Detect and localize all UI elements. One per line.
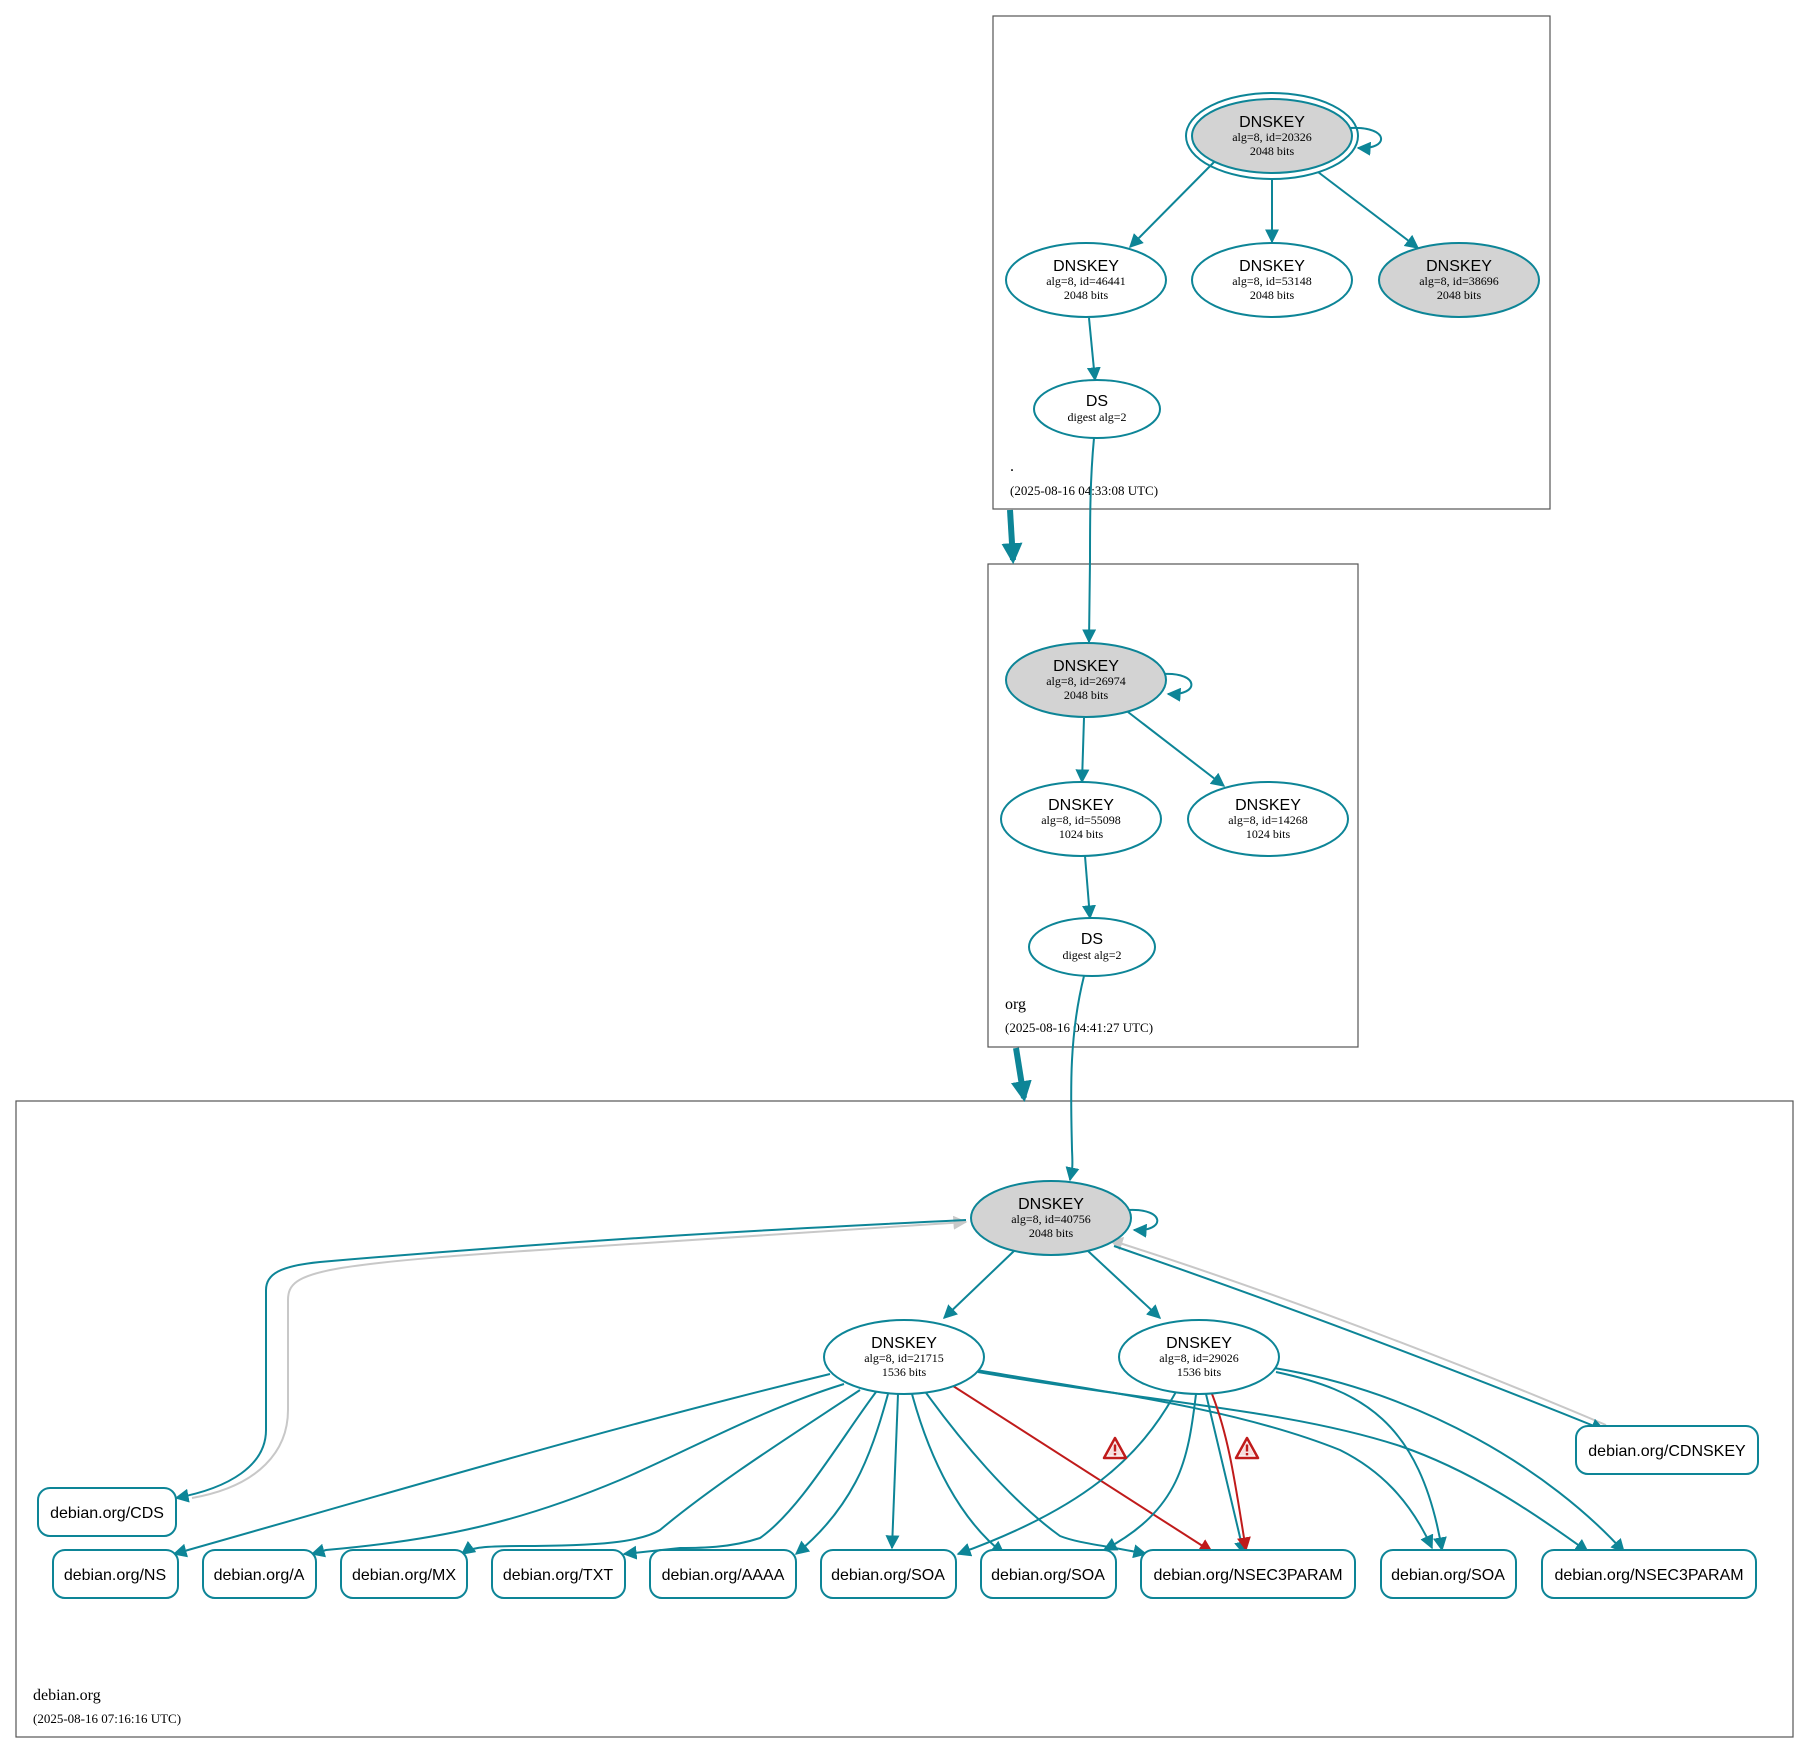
svg-text:debian.org/NSEC3PARAM: debian.org/NSEC3PARAM bbox=[1153, 1567, 1342, 1584]
zone-org-time: (2025-08-16 04:41:27 UTC) bbox=[1005, 1020, 1153, 1035]
delegation-arrow-root-org bbox=[1001, 509, 1023, 565]
dnskey-node-debian-ksk[interactable]: DNSKEY alg=8, id=40756 2048 bits bbox=[970, 1180, 1132, 1256]
rrset-nsec3param[interactable]: debian.org/NSEC3PARAM bbox=[1140, 1549, 1356, 1599]
dnskey-node-root-46441[interactable]: DNSKEY alg=8, id=46441 2048 bits bbox=[1005, 242, 1167, 318]
svg-text:debian.org/CDS: debian.org/CDS bbox=[50, 1505, 164, 1522]
svg-text:DNSKEY: DNSKEY bbox=[1239, 258, 1305, 275]
svg-text:debian.org/TXT: debian.org/TXT bbox=[503, 1567, 614, 1584]
dnskey-node-org-ksk[interactable]: DNSKEY alg=8, id=26974 2048 bits bbox=[1005, 642, 1167, 718]
svg-text:debian.org/SOA: debian.org/SOA bbox=[1391, 1567, 1505, 1584]
svg-text:alg=8, id=46441: alg=8, id=46441 bbox=[1046, 274, 1126, 288]
svg-text:debian.org/SOA: debian.org/SOA bbox=[991, 1567, 1105, 1584]
dnskey-node-org-55098[interactable]: DNSKEY alg=8, id=55098 1024 bits bbox=[1000, 781, 1162, 857]
svg-text:1024 bits: 1024 bits bbox=[1246, 827, 1291, 841]
zone-debian-label: debian.org bbox=[33, 1687, 101, 1704]
svg-text:DNSKEY: DNSKEY bbox=[1166, 1335, 1232, 1352]
zone-root-time: (2025-08-16 04:33:08 UTC) bbox=[1010, 483, 1158, 498]
svg-text:DNSKEY: DNSKEY bbox=[1426, 258, 1492, 275]
dnskey-node-debian-21715[interactable]: DNSKEY alg=8, id=21715 1536 bits bbox=[823, 1319, 985, 1395]
svg-text:debian.org/CDNSKEY: debian.org/CDNSKEY bbox=[1588, 1443, 1746, 1460]
svg-text:2048 bits: 2048 bits bbox=[1029, 1226, 1074, 1240]
svg-text:1024 bits: 1024 bits bbox=[1059, 827, 1104, 841]
zone-root-label: . bbox=[1010, 458, 1014, 475]
rrset-cds[interactable]: debian.org/CDS bbox=[37, 1487, 177, 1537]
svg-text:digest alg=2: digest alg=2 bbox=[1062, 948, 1121, 962]
svg-text:debian.org/AAAA: debian.org/AAAA bbox=[662, 1567, 785, 1584]
rrset-ns[interactable]: debian.org/NS bbox=[52, 1549, 179, 1599]
dnskey-node-root-53148[interactable]: DNSKEY alg=8, id=53148 2048 bits bbox=[1191, 242, 1353, 318]
svg-text:alg=8, id=26974: alg=8, id=26974 bbox=[1046, 674, 1126, 688]
svg-text:DNSKEY: DNSKEY bbox=[1053, 258, 1119, 275]
rrset-a[interactable]: debian.org/A bbox=[202, 1549, 317, 1599]
dnskey-node-debian-29026[interactable]: DNSKEY alg=8, id=29026 1536 bits bbox=[1118, 1319, 1280, 1395]
debian-zone-edges bbox=[172, 1208, 1625, 1560]
rrset-mx[interactable]: debian.org/MX bbox=[340, 1549, 468, 1599]
svg-text:debian.org/SOA: debian.org/SOA bbox=[831, 1567, 945, 1584]
warning-icon[interactable] bbox=[1102, 1436, 1128, 1460]
rrset-aaaa[interactable]: debian.org/AAAA bbox=[649, 1549, 797, 1599]
svg-text:DNSKEY: DNSKEY bbox=[1053, 658, 1119, 675]
svg-text:alg=8, id=29026: alg=8, id=29026 bbox=[1159, 1351, 1239, 1365]
svg-text:debian.org/NSEC3PARAM: debian.org/NSEC3PARAM bbox=[1554, 1567, 1743, 1584]
svg-text:alg=8, id=55098: alg=8, id=55098 bbox=[1041, 813, 1121, 827]
dnskey-node-org-14268[interactable]: DNSKEY alg=8, id=14268 1024 bits bbox=[1187, 781, 1349, 857]
ds-node-org[interactable]: DS digest alg=2 bbox=[1028, 917, 1156, 977]
svg-text:debian.org/A: debian.org/A bbox=[214, 1567, 305, 1584]
svg-text:DNSKEY: DNSKEY bbox=[1018, 1196, 1084, 1213]
svg-text:DNSKEY: DNSKEY bbox=[1048, 797, 1114, 814]
svg-text:DNSKEY: DNSKEY bbox=[1239, 114, 1305, 131]
svg-text:digest alg=2: digest alg=2 bbox=[1067, 410, 1126, 424]
rrset-txt[interactable]: debian.org/TXT bbox=[491, 1549, 626, 1599]
dnskey-node-root-ksk[interactable]: DNSKEY alg=8, id=20326 2048 bits bbox=[1185, 92, 1359, 180]
svg-text:2048 bits: 2048 bits bbox=[1064, 288, 1109, 302]
svg-text:alg=8, id=38696: alg=8, id=38696 bbox=[1419, 274, 1499, 288]
org-zone-edges bbox=[1065, 672, 1226, 1182]
svg-text:2048 bits: 2048 bits bbox=[1064, 688, 1109, 702]
rrset-soa[interactable]: debian.org/SOA bbox=[1380, 1549, 1517, 1599]
rrset-nsec3param[interactable]: debian.org/NSEC3PARAM bbox=[1541, 1549, 1757, 1599]
svg-text:DNSKEY: DNSKEY bbox=[871, 1335, 937, 1352]
rrset-soa[interactable]: debian.org/SOA bbox=[820, 1549, 957, 1599]
svg-text:2048 bits: 2048 bits bbox=[1250, 288, 1295, 302]
svg-text:DS: DS bbox=[1081, 931, 1103, 948]
svg-text:debian.org/MX: debian.org/MX bbox=[352, 1567, 456, 1584]
svg-text:DS: DS bbox=[1086, 393, 1108, 410]
ds-node-root[interactable]: DS digest alg=2 bbox=[1033, 379, 1161, 439]
zone-debian: debian.org (2025-08-16 07:16:16 UTC) bbox=[15, 1100, 1794, 1738]
svg-text:debian.org/NS: debian.org/NS bbox=[64, 1567, 166, 1584]
zone-debian-time: (2025-08-16 07:16:16 UTC) bbox=[33, 1711, 181, 1726]
rrset-cdnskey[interactable]: debian.org/CDNSKEY bbox=[1575, 1425, 1759, 1475]
svg-text:DNSKEY: DNSKEY bbox=[1235, 797, 1301, 814]
svg-text:1536 bits: 1536 bits bbox=[1177, 1365, 1222, 1379]
svg-text:alg=8, id=53148: alg=8, id=53148 bbox=[1232, 274, 1312, 288]
warning-icon[interactable] bbox=[1234, 1436, 1260, 1460]
rrset-soa[interactable]: debian.org/SOA bbox=[980, 1549, 1117, 1599]
zone-org-label: org bbox=[1005, 996, 1026, 1013]
svg-text:2048 bits: 2048 bits bbox=[1437, 288, 1482, 302]
dnskey-node-root-38696[interactable]: DNSKEY alg=8, id=38696 2048 bits bbox=[1378, 242, 1540, 318]
svg-text:alg=8, id=21715: alg=8, id=21715 bbox=[864, 1351, 944, 1365]
delegation-arrow-org-debian bbox=[1010, 1047, 1032, 1103]
svg-text:2048 bits: 2048 bits bbox=[1250, 144, 1295, 158]
svg-text:alg=8, id=40756: alg=8, id=40756 bbox=[1011, 1212, 1091, 1226]
svg-text:alg=8, id=14268: alg=8, id=14268 bbox=[1228, 813, 1308, 827]
svg-text:alg=8, id=20326: alg=8, id=20326 bbox=[1232, 130, 1312, 144]
svg-text:1536 bits: 1536 bits bbox=[882, 1365, 927, 1379]
